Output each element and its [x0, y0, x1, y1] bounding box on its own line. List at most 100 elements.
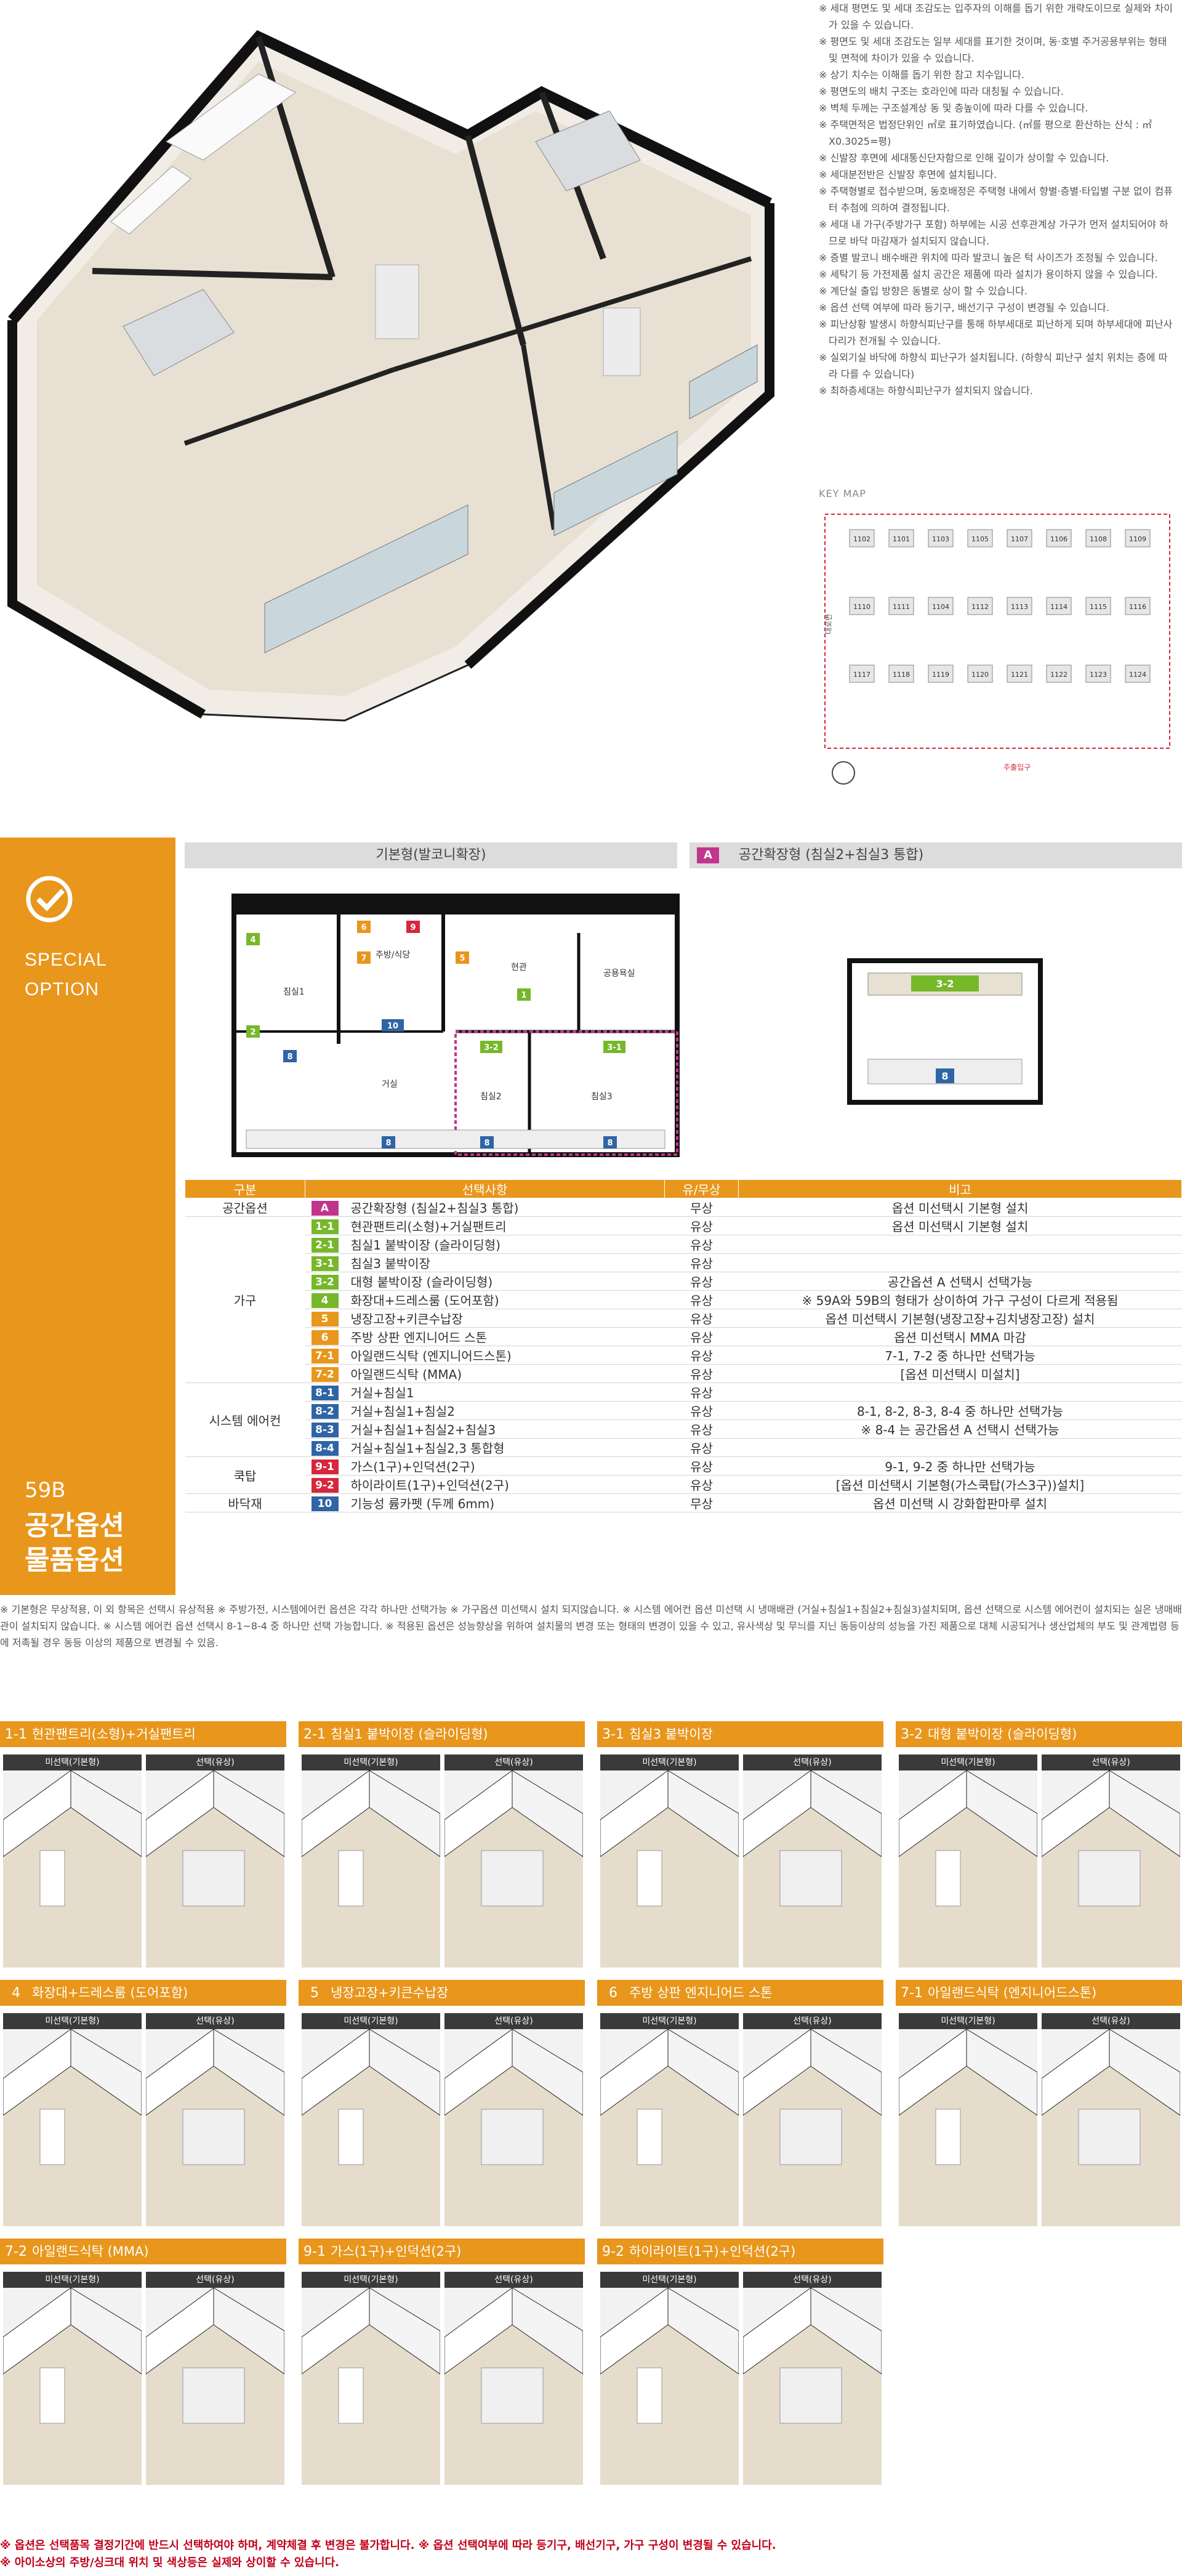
- table-cell-note: 옵션 미선택시 MMA 마감: [738, 1327, 1182, 1346]
- keymap-unit: 1105: [967, 529, 993, 547]
- plan-marker: 5: [459, 954, 465, 963]
- table-cell-desc: 침실1 붙박이장 (슬라이딩형): [344, 1235, 665, 1254]
- option-image-paid: [444, 1770, 583, 1968]
- note-item: ※ 세대 내 가구(주방가구 포함) 하부에는 시공 선후관계상 가구가 먼저 …: [819, 219, 1168, 247]
- keymap-unit: 1104: [928, 597, 954, 615]
- subhead-paid: 선택(유상): [1042, 1754, 1180, 1770]
- subhead-paid: 선택(유상): [444, 1754, 583, 1770]
- table-cell-desc: 주방 상판 엔지니어드 스톤: [344, 1327, 665, 1346]
- plan-marker-box: [357, 921, 371, 933]
- compass-icon: [832, 761, 855, 785]
- keymap-unit: 1122: [1046, 664, 1072, 683]
- option-card-subheads: 미선택(기본형)선택(유상): [597, 2272, 883, 2288]
- option-card-title: 현관팬트리(소형)+거실팬트리: [32, 1727, 196, 1742]
- keymap-unit-box: [1046, 664, 1072, 683]
- table-cell-desc: 하이라이트(1구)+인덕션(2구): [344, 1475, 665, 1494]
- keymap-road-label: 대로변: [824, 614, 833, 634]
- option-card-subheads: 미선택(기본형)선택(유상): [0, 1754, 286, 1770]
- option-card-number: 7-1: [901, 1985, 923, 2001]
- keymap-unit-label: 1111: [893, 603, 910, 611]
- option-card-number: 5: [310, 1985, 319, 2001]
- plan-marker-box: [246, 933, 260, 945]
- option-image-paid: [1042, 2029, 1180, 2226]
- option-image-basic: [302, 2029, 440, 2226]
- table-cell-category: 시스템 에어컨: [185, 1383, 305, 1457]
- keymap-unit-label: 1107: [1011, 535, 1028, 543]
- plan-marker: 8: [607, 1139, 613, 1148]
- a-plan-title: 공간확장형 (침실2+침실3 통합): [739, 847, 924, 863]
- keymap-unit-label: 1118: [893, 671, 910, 679]
- note-item: ※ 세대 평면도 및 세대 조감도는 입주자의 이해를 돕기 위한 개략도이므로…: [819, 2, 1173, 31]
- option-image-paid: [743, 2029, 882, 2226]
- keymap-unit-label: 1122: [1050, 671, 1067, 679]
- table-cell-desc: 거실+침실1+침실2,3 통합형: [344, 1438, 665, 1457]
- subhead-basic: 미선택(기본형): [3, 1754, 142, 1770]
- subhead-basic: 미선택(기본형): [899, 1754, 1037, 1770]
- table-cell-number: 8-4: [305, 1438, 345, 1457]
- table-cell-desc: 가스(1구)+인덕션(2구): [344, 1456, 665, 1476]
- plan-marker-box: [382, 1019, 404, 1032]
- table-cell-number: 3-2: [305, 1272, 345, 1291]
- option-card-number: 3-1: [602, 1727, 624, 1742]
- table-cell-desc: 기능성 륨카펫 (두께 6mm): [344, 1493, 665, 1512]
- keymap-unit: 1107: [1007, 529, 1032, 547]
- keymap-unit: 1108: [1085, 529, 1111, 547]
- plan-marker: 8: [484, 1139, 489, 1148]
- keymap-unit-box: [967, 664, 993, 683]
- option-number-badge: 1-1: [311, 1219, 339, 1234]
- isometric-floorplan: [0, 0, 794, 739]
- note-item: ※ 옵션 선택 여부에 따라 등기구, 배선기구 구성이 변경될 수 있습니다.: [819, 302, 1109, 313]
- keymap-unit-label: 1112: [971, 603, 989, 611]
- option-image-paid: [444, 2288, 583, 2485]
- keymap-unit: 1113: [1007, 597, 1032, 615]
- subhead-paid: 선택(유상): [743, 2272, 882, 2288]
- option-card-subheads: 미선택(기본형) 선택(유상): [896, 1754, 1182, 1770]
- table-cell-desc: 거실+침실1+침실2+침실3: [344, 1419, 665, 1439]
- table-cell-category: 쿡탑: [185, 1456, 305, 1494]
- table-header: 유/무상: [664, 1179, 739, 1198]
- table-cell-note: ※ 59A와 59B의 형태가 상이하여 가구 구성이 다르게 적용됨: [738, 1290, 1182, 1309]
- table-cell-number: A: [305, 1198, 345, 1217]
- table-cell-number: 5: [305, 1309, 345, 1328]
- footnote: ※ 기본형은 무상적용, 이 외 항목은 선택시 유상적용 ※ 주방가전, 시스…: [0, 1604, 1182, 1649]
- table-cell-number: 4: [305, 1290, 345, 1309]
- plan-marker: 8: [287, 1052, 292, 1062]
- subhead-paid: 선택(유상): [146, 2272, 284, 2288]
- option-image-paid: [146, 2029, 284, 2226]
- special-option-sidebar: SPECIAL OPTION 59B 공간옵션 물품옵션: [0, 838, 175, 1595]
- keymap-unit-box: [1046, 597, 1072, 615]
- table-cell-number: 7-2: [305, 1364, 345, 1383]
- label-living: 거실: [382, 1080, 398, 1089]
- table-cell-note: [738, 1438, 1182, 1457]
- table-cell-note: 공간옵션 A 선택시 선택가능: [738, 1272, 1182, 1291]
- keymap-unit: 1118: [888, 664, 914, 683]
- keymap-unit: 1110: [849, 597, 875, 615]
- table-cell-fee: 유상: [664, 1475, 739, 1494]
- option-card-number: 4: [12, 1985, 20, 2001]
- table-cell-note: [738, 1235, 1182, 1254]
- table-cell-number: 8-2: [305, 1401, 345, 1420]
- option-image-paid: [743, 1770, 882, 1968]
- table-header: 비고: [738, 1179, 1182, 1198]
- table-header: 구분: [185, 1179, 305, 1198]
- keymap-unit-label: 1116: [1129, 603, 1146, 611]
- plan-marker-box: [480, 1136, 494, 1149]
- note-item: ※ 증별 발코니 배수배관 위치에 따라 발코니 높은 턱 사이즈가 조정될 수…: [819, 252, 1158, 264]
- note-item: ※ 주택면적은 법정단위인 ㎡로 표기하였습니다. (㎡를 평으로 환산하는 산…: [819, 119, 1152, 147]
- keymap-unit-box: [1007, 664, 1032, 683]
- table-cell-category: 바닥재: [185, 1493, 305, 1512]
- subhead-basic: 미선택(기본형): [302, 2272, 440, 2288]
- option-number-badge: 7-1: [311, 1348, 339, 1363]
- table-cell-number: 6: [305, 1327, 345, 1346]
- keymap-unit-label: 1124: [1129, 671, 1146, 679]
- plan-marker-box: [456, 951, 469, 964]
